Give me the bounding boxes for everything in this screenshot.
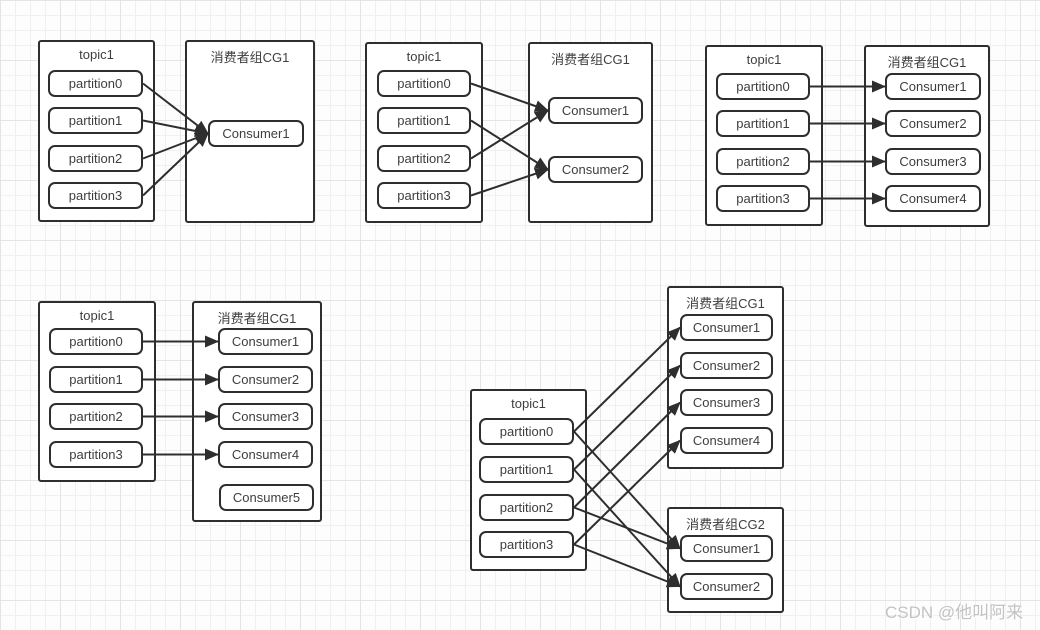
consumer-node: Consumer2 bbox=[885, 110, 981, 137]
consumer-group-title: 消费者组CG1 bbox=[210, 50, 290, 65]
consumer-group-title: 消费者组CG1 bbox=[551, 52, 630, 67]
partition-node: partition0 bbox=[377, 70, 471, 97]
consumer-node: Consumer1 bbox=[548, 97, 643, 124]
topic-title: topic1 bbox=[511, 396, 546, 411]
consumer-node: Consumer2 bbox=[680, 573, 773, 600]
partition-node: partition3 bbox=[377, 182, 471, 209]
partition-node: partition1 bbox=[716, 110, 810, 137]
consumer-node: Consumer1 bbox=[680, 535, 773, 562]
consumer-node: Consumer3 bbox=[885, 148, 981, 175]
partition-node: partition0 bbox=[479, 418, 574, 445]
consumer-node: Consumer2 bbox=[548, 156, 643, 183]
consumer-group-title: 消费者组CG1 bbox=[887, 55, 967, 70]
consumer-node: Consumer4 bbox=[680, 427, 773, 454]
partition-node: partition3 bbox=[49, 441, 143, 468]
consumer-node: Consumer2 bbox=[218, 366, 313, 393]
consumer-group-title: 消费者组CG2 bbox=[686, 517, 765, 532]
consumer-group-box: 消费者组CG1 bbox=[528, 42, 653, 223]
watermark: CSDN @他叫阿来 bbox=[885, 603, 1024, 622]
partition-node: partition1 bbox=[48, 107, 143, 134]
consumer-node: Consumer5 bbox=[219, 484, 314, 511]
consumer-group-title: 消费者组CG1 bbox=[217, 311, 297, 326]
consumer-node: Consumer4 bbox=[885, 185, 981, 212]
consumer-node: Consumer3 bbox=[680, 389, 773, 416]
partition-node: partition2 bbox=[48, 145, 143, 172]
topic-title: topic1 bbox=[406, 49, 442, 64]
consumer-node: Consumer1 bbox=[208, 120, 304, 147]
topic-title: topic1 bbox=[79, 308, 115, 323]
consumer-node: Consumer4 bbox=[218, 441, 313, 468]
partition-node: partition2 bbox=[479, 494, 574, 521]
consumer-node: Consumer2 bbox=[680, 352, 773, 379]
partition-node: partition2 bbox=[716, 148, 810, 175]
consumer-node: Consumer1 bbox=[885, 73, 981, 100]
partition-node: partition2 bbox=[49, 403, 143, 430]
consumer-node: Consumer3 bbox=[218, 403, 313, 430]
topic-title: topic1 bbox=[79, 47, 114, 62]
partition-node: partition0 bbox=[48, 70, 143, 97]
partition-node: partition0 bbox=[49, 328, 143, 355]
consumer-node: Consumer1 bbox=[680, 314, 773, 341]
partition-node: partition0 bbox=[716, 73, 810, 100]
partition-node: partition3 bbox=[716, 185, 810, 212]
partition-node: partition1 bbox=[49, 366, 143, 393]
partition-node: partition3 bbox=[479, 531, 574, 558]
partition-node: partition1 bbox=[479, 456, 574, 483]
topic-title: topic1 bbox=[746, 52, 782, 67]
partition-node: partition2 bbox=[377, 145, 471, 172]
consumer-node: Consumer1 bbox=[218, 328, 313, 355]
partition-node: partition3 bbox=[48, 182, 143, 209]
consumer-group-title: 消费者组CG1 bbox=[686, 296, 765, 311]
partition-node: partition1 bbox=[377, 107, 471, 134]
